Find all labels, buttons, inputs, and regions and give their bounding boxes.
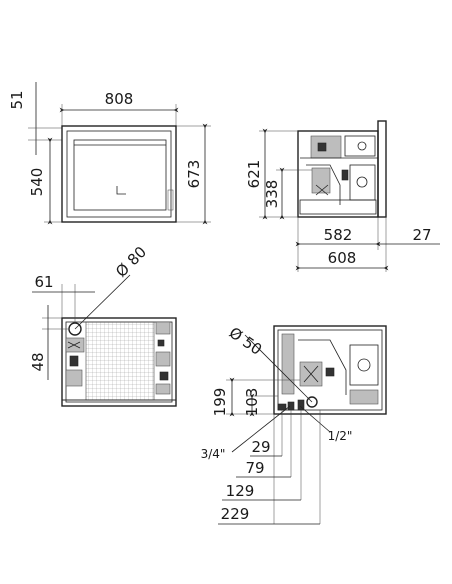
leader-1-2 (299, 405, 331, 433)
dim-line-diameter-80 (74, 274, 131, 330)
fitting-b-icon (287, 401, 295, 411)
dim-label-808: 808 (105, 90, 134, 108)
leader-3-4 (231, 405, 291, 453)
connection-view: Ø 50 199 103 3/4" 1/2" 29 79 129 229 (201, 324, 387, 525)
dim-label-29: 29 (251, 438, 270, 456)
connection-outline (273, 325, 387, 415)
fitting-a-icon (277, 403, 287, 411)
top-view: 61 Ø 80 48 (29, 243, 177, 407)
dim-label-673: 673 (185, 160, 203, 189)
dim-label-199: 199 (211, 388, 229, 417)
dim-label-608: 608 (328, 249, 357, 267)
dim-label-582: 582 (324, 226, 353, 244)
dim-label-48: 48 (29, 352, 47, 371)
dim-line-diameter-50 (244, 334, 313, 403)
dim-label-diameter-50: Ø 50 (226, 324, 266, 359)
side-view: 621 338 582 27 608 (245, 120, 440, 272)
dim-label-61: 61 (34, 273, 53, 291)
dim-label-129: 129 (226, 482, 255, 500)
dim-label-540: 540 (28, 168, 46, 197)
dim-label-51: 51 (8, 90, 26, 109)
front-view: 808 51 540 673 (8, 82, 211, 225)
dim-label-621: 621 (245, 160, 263, 189)
door-handle-icon (116, 186, 126, 195)
pipe-label-1-2: 1/2" (328, 429, 353, 443)
front-outline (61, 125, 177, 223)
pipe-label-3-4: 3/4" (201, 447, 226, 461)
dim-label-103: 103 (243, 388, 261, 417)
dim-label-79: 79 (245, 459, 264, 477)
dim-label-diameter-80: Ø 80 (112, 243, 150, 281)
dim-label-229: 229 (221, 505, 250, 523)
duct-outlet-icon (306, 396, 318, 408)
dim-label-338: 338 (263, 180, 281, 209)
dim-label-27: 27 (412, 226, 431, 244)
